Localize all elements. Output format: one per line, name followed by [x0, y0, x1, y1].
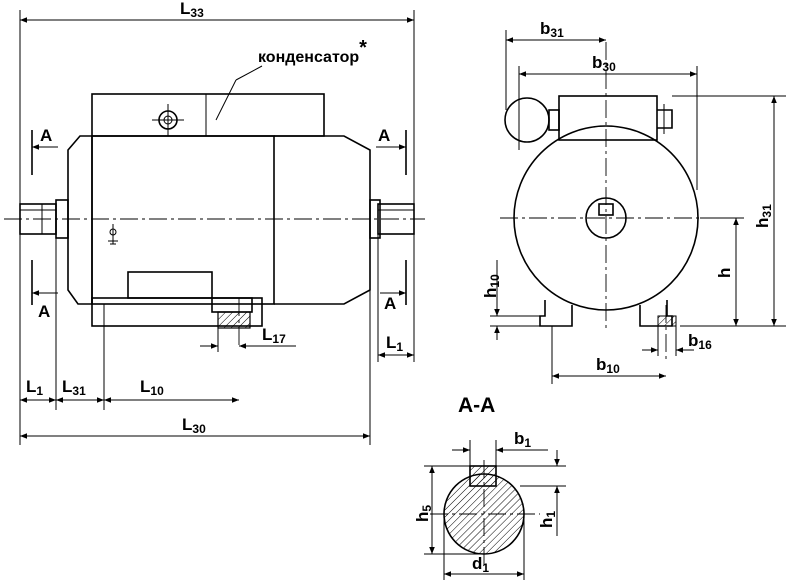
- svg-text:b10: b10: [596, 355, 620, 376]
- svg-text:d1: d1: [472, 554, 489, 575]
- front-end-shield: [67, 135, 93, 305]
- front-view: b31 b30 h31 h h10 b10 b16: [481, 19, 786, 384]
- section-mark-right: A A: [376, 126, 407, 313]
- svg-text:L1: L1: [386, 333, 403, 354]
- svg-text:b31: b31: [540, 19, 564, 40]
- foot-bolt-hole: [217, 311, 251, 329]
- top-box-front: [558, 95, 658, 141]
- motor-body: [91, 135, 275, 305]
- svg-text:A: A: [38, 302, 50, 321]
- svg-text:A: A: [378, 126, 390, 145]
- svg-text:h1: h1: [537, 511, 558, 528]
- key-section: [469, 465, 497, 487]
- svg-text:h: h: [715, 268, 734, 278]
- svg-text:b30: b30: [592, 53, 616, 74]
- svg-text:A: A: [384, 294, 396, 313]
- svg-text:h10: h10: [481, 274, 502, 298]
- terminal-box-lower: [127, 271, 213, 299]
- svg-text:L30: L30: [182, 415, 206, 436]
- section-title: А-А: [458, 394, 495, 417]
- svg-text:L31: L31: [62, 377, 86, 398]
- svg-text:h5: h5: [413, 505, 434, 522]
- svg-text:L10: L10: [140, 377, 164, 398]
- ground-icon: [108, 224, 118, 245]
- side-view: A A A A конденсатор* L33 L17: [4, 0, 425, 445]
- capacitor-box: [91, 93, 325, 137]
- svg-text:h31: h31: [753, 204, 774, 228]
- section-a-a: А-А b1 h5 h1 d1: [413, 394, 566, 580]
- capacitor-cylinder: [504, 97, 550, 143]
- svg-text:b1: b1: [514, 429, 531, 450]
- capacitor-label: конденсатор*: [258, 37, 367, 66]
- svg-text:b16: b16: [688, 331, 712, 352]
- svg-text:L17: L17: [262, 325, 286, 346]
- svg-text:L33: L33: [180, 0, 204, 20]
- section-mark-left: A A: [31, 126, 58, 321]
- svg-text:A: A: [40, 126, 52, 145]
- rear-fan-cover: [274, 135, 371, 305]
- svg-text:L1: L1: [26, 377, 43, 398]
